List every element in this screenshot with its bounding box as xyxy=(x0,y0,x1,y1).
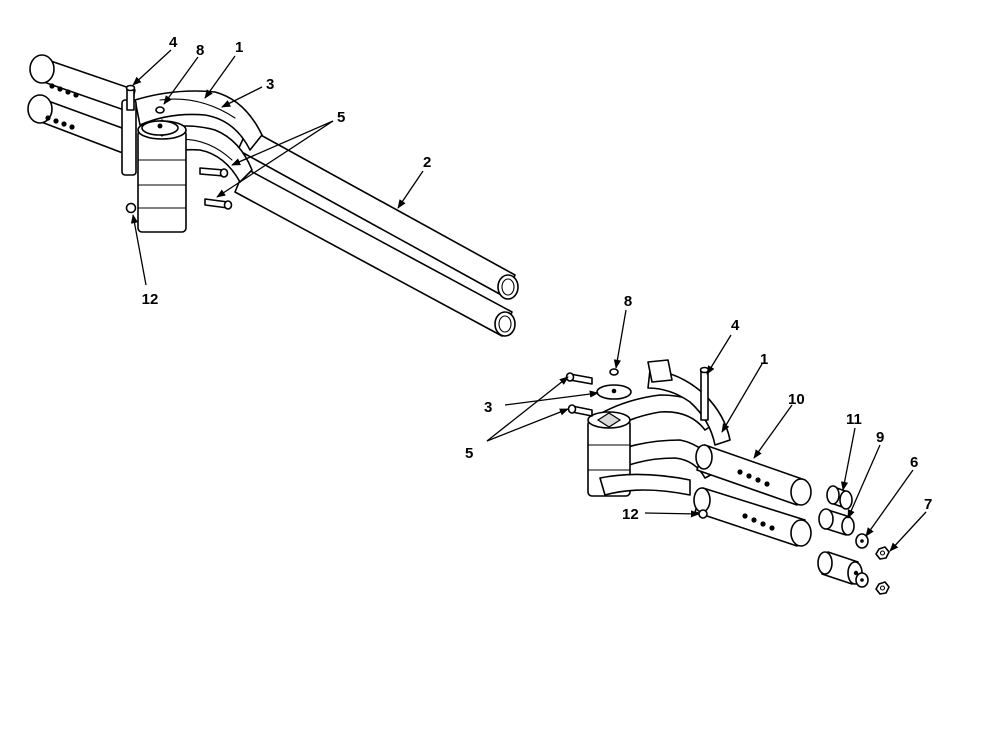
callout-right-5: 5 xyxy=(465,445,473,462)
nut-right xyxy=(698,509,708,519)
short-tube-upper-left xyxy=(29,54,136,113)
callout-right-12: 12 xyxy=(622,506,639,523)
pin-left xyxy=(125,84,136,111)
short-tube-upper-right xyxy=(695,444,812,506)
callout-right-1: 1 xyxy=(760,351,768,368)
washer-upper xyxy=(855,533,869,549)
nut-7-upper xyxy=(875,546,890,560)
callout-left-2: 2 xyxy=(423,154,431,171)
nut-left xyxy=(125,202,137,214)
right-assembly xyxy=(565,359,890,595)
cap-screw-right xyxy=(609,368,619,376)
callout-right-6: 6 xyxy=(910,454,918,471)
callout-right-3: 3 xyxy=(484,399,492,416)
left-assembly xyxy=(27,54,519,337)
leader-lines xyxy=(130,49,927,552)
callout-left-5: 5 xyxy=(337,109,345,126)
callout-right-10: 10 xyxy=(788,391,805,408)
callout-right-8: 8 xyxy=(624,293,632,310)
long-tube-lower xyxy=(234,167,516,337)
bolt-right-2 xyxy=(567,404,593,417)
pin-right xyxy=(699,366,710,421)
callouts: 4 8 1 3 5 2 12 8 4 1 3 10 5 11 9 6 7 12 xyxy=(142,34,933,523)
cap-hole-left xyxy=(157,123,163,129)
callout-right-7: 7 xyxy=(924,496,932,513)
bolt-right-1 xyxy=(565,372,593,385)
callout-right-11: 11 xyxy=(846,411,862,428)
short-tube-lower-right xyxy=(693,487,812,547)
washer-lower xyxy=(855,572,869,588)
bolt-left-2 xyxy=(204,198,233,210)
short-tube-lower-left xyxy=(27,94,134,156)
collar-11 xyxy=(826,485,853,510)
callout-left-4: 4 xyxy=(169,34,178,51)
callout-right-9: 9 xyxy=(876,429,884,446)
bolt-left-1 xyxy=(199,167,229,178)
cap-screw-left xyxy=(155,106,165,114)
nut-7-lower xyxy=(875,581,890,595)
callout-left-12: 12 xyxy=(142,291,159,308)
callout-left-8: 8 xyxy=(196,42,204,59)
collar-9 xyxy=(818,508,855,536)
callout-left-3: 3 xyxy=(266,76,274,93)
callout-right-4: 4 xyxy=(731,317,740,334)
long-tube-upper xyxy=(237,127,519,300)
callout-left-1: 1 xyxy=(235,39,243,56)
bracket-body-right xyxy=(587,359,731,497)
